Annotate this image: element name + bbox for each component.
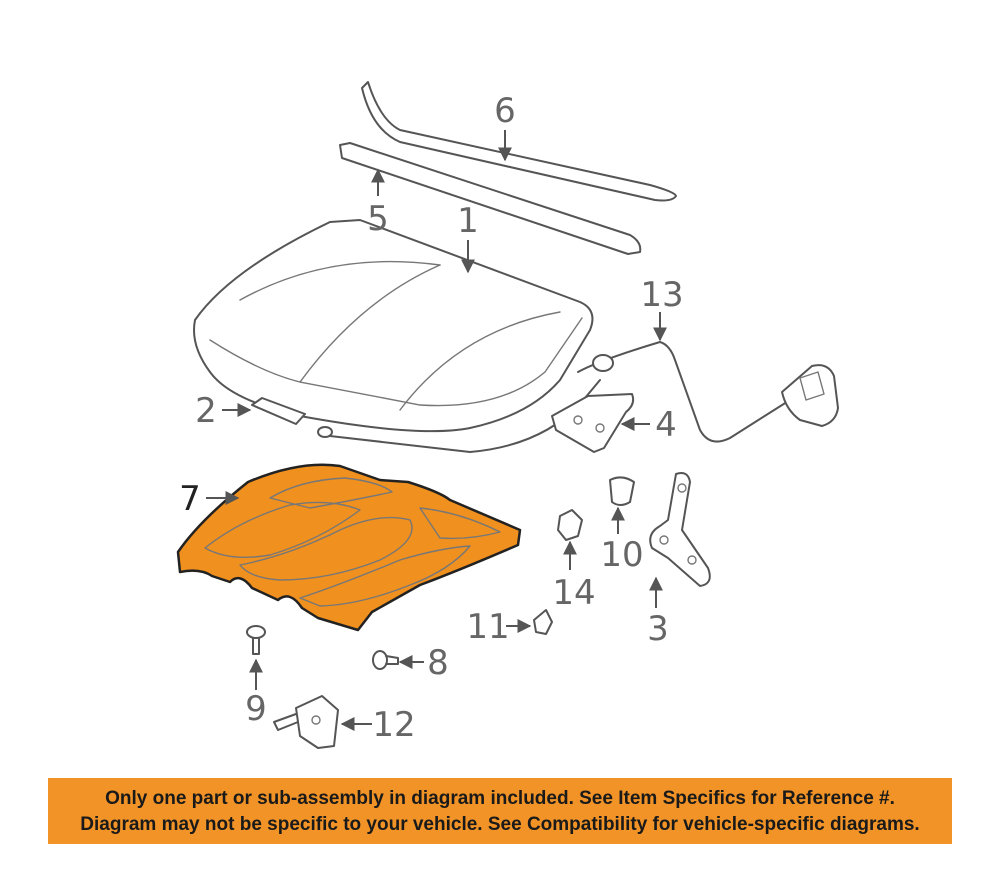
part-7-insulator <box>176 463 522 632</box>
leader-arrows <box>206 130 667 731</box>
part-14-clip <box>557 509 583 541</box>
callout-9: 9 <box>245 689 267 729</box>
part-13-release-cable <box>577 341 839 443</box>
part-8-bolt <box>372 650 399 670</box>
callout-5: 5 <box>367 199 389 239</box>
part-5-hood-seal <box>339 142 642 255</box>
part-10-bumper <box>609 476 635 506</box>
callout-11: 11 <box>466 607 509 647</box>
part-4-support <box>551 393 635 453</box>
notice-line-1: Only one part or sub-assembly in diagram… <box>105 788 895 809</box>
part-11-clip <box>533 609 553 635</box>
part-1-hood-panel <box>193 219 601 453</box>
callout-8: 8 <box>427 643 449 683</box>
callout-3: 3 <box>647 609 669 649</box>
callout-10: 10 <box>600 535 643 575</box>
notice-line-2: Diagram may not be specific to your vehi… <box>80 814 920 835</box>
callout-14: 14 <box>552 573 595 613</box>
notice-banner: Only one part or sub-assembly in diagram… <box>48 778 952 844</box>
callout-6: 6 <box>494 91 516 131</box>
part-6-weatherstrip <box>361 81 677 202</box>
callout-4: 4 <box>655 405 677 445</box>
callout-12: 12 <box>372 705 415 745</box>
part-3-hinge <box>649 472 711 587</box>
callout-1: 1 <box>457 201 479 241</box>
callout-2: 2 <box>195 391 217 431</box>
callout-13: 13 <box>640 275 683 315</box>
part-9-bolt <box>246 625 266 655</box>
callout-7: 7 <box>179 479 201 519</box>
part-12-latch <box>273 695 339 749</box>
part-2-pad <box>251 397 306 425</box>
